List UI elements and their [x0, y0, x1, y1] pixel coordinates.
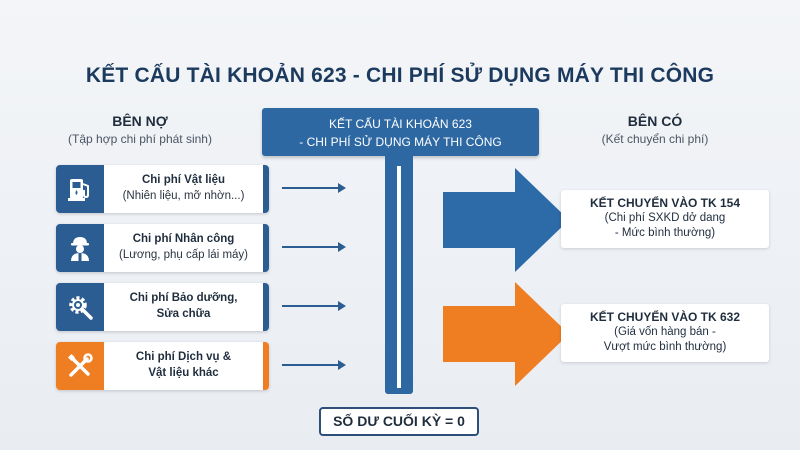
account-header: KẾT CẤU TÀI KHOẢN 623 - CHI PHÍ SỬ DỤNG …	[262, 108, 539, 156]
debit-item-title: Chi phí Vật liệu	[141, 174, 226, 186]
gear-wrench-icon	[56, 283, 104, 331]
transfer-tk154: KẾT CHUYỂN VÀO TK 154 (Chi phí SXKD dở d…	[443, 168, 773, 272]
debit-item-title: Chi phí Dịch vụ &	[135, 351, 232, 363]
debit-item-detail: (Nhiên liệu, mỡ nhờn...)	[122, 190, 245, 202]
debit-item-title-cont: Vật liệu khác	[148, 367, 219, 379]
transfer-detail-cont: - Mức bình thường)	[614, 227, 716, 239]
debit-item-title: Chi phí Nhân công	[132, 233, 235, 245]
debit-item-labor: Chi phí Nhân công (Lương, phụ cấp lái má…	[56, 224, 269, 272]
flow-arrow	[282, 183, 346, 193]
fuel-pump-icon	[56, 165, 104, 213]
worker-icon	[56, 224, 104, 272]
transfer-title: KẾT CHUYỂN VÀO TK 632	[589, 310, 741, 324]
big-arrow-orange	[443, 282, 569, 386]
credit-subheading: (Kết chuyển chi phí)	[601, 132, 709, 146]
transfer-title: KẾT CHUYỂN VÀO TK 154	[589, 196, 741, 210]
flow-arrow	[282, 301, 346, 311]
transfer-panel: KẾT CHUYỂN VÀO TK 154 (Chi phí SXKD dở d…	[561, 190, 769, 248]
transfer-panel: KẾT CHUYỂN VÀO TK 632 (Giá vốn hàng bán …	[561, 304, 769, 362]
flow-arrow	[282, 242, 346, 252]
account-subtitle: - CHI PHÍ SỬ DỤNG MÁY THI CÔNG	[299, 135, 502, 149]
credit-heading: BÊN CÓ	[627, 113, 683, 129]
debit-item-detail: (Lương, phụ cấp lái máy)	[118, 249, 249, 261]
debit-item-services: Chi phí Dịch vụ & Vật liệu khác	[56, 342, 269, 390]
credit-header: BÊN CÓ (Kết chuyển chi phí)	[545, 113, 765, 146]
t-account-stem	[385, 156, 413, 394]
debit-header: BÊN NỢ (Tập hợp chi phí phát sinh)	[30, 113, 250, 146]
big-arrow-blue	[443, 168, 569, 272]
item-accent	[263, 342, 269, 390]
tools-icon	[56, 342, 104, 390]
diagram-title: KẾT CẤU TÀI KHOẢN 623 - CHI PHÍ SỬ DỤNG …	[85, 64, 715, 87]
item-accent	[263, 283, 269, 331]
account-title: KẾT CẤU TÀI KHOẢN 623	[329, 117, 472, 131]
debit-heading: BÊN NỢ	[112, 113, 168, 129]
debit-item-materials: Chi phí Vật liệu (Nhiên liệu, mỡ nhờn...…	[56, 165, 269, 213]
transfer-detail-cont: Vượt mức bình thường)	[603, 341, 727, 353]
flow-arrow	[282, 360, 346, 370]
debit-item-title: Chi phí Bảo dưỡng,	[129, 292, 238, 304]
item-accent	[263, 224, 269, 272]
transfer-detail: (Giá vốn hàng bán -	[614, 326, 716, 338]
debit-item-title-cont: Sửa chữa	[156, 308, 211, 320]
debit-item-maintenance: Chi phí Bảo dưỡng, Sửa chữa	[56, 283, 269, 331]
transfer-detail: (Chi phí SXKD dở dang	[604, 212, 726, 224]
transfer-tk632: KẾT CHUYỂN VÀO TK 632 (Giá vốn hàng bán …	[443, 282, 773, 386]
ending-balance: SỐ DƯ CUỐI KỲ = 0	[319, 407, 479, 436]
item-accent	[263, 165, 269, 213]
debit-subheading: (Tập hợp chi phí phát sinh)	[68, 132, 212, 146]
